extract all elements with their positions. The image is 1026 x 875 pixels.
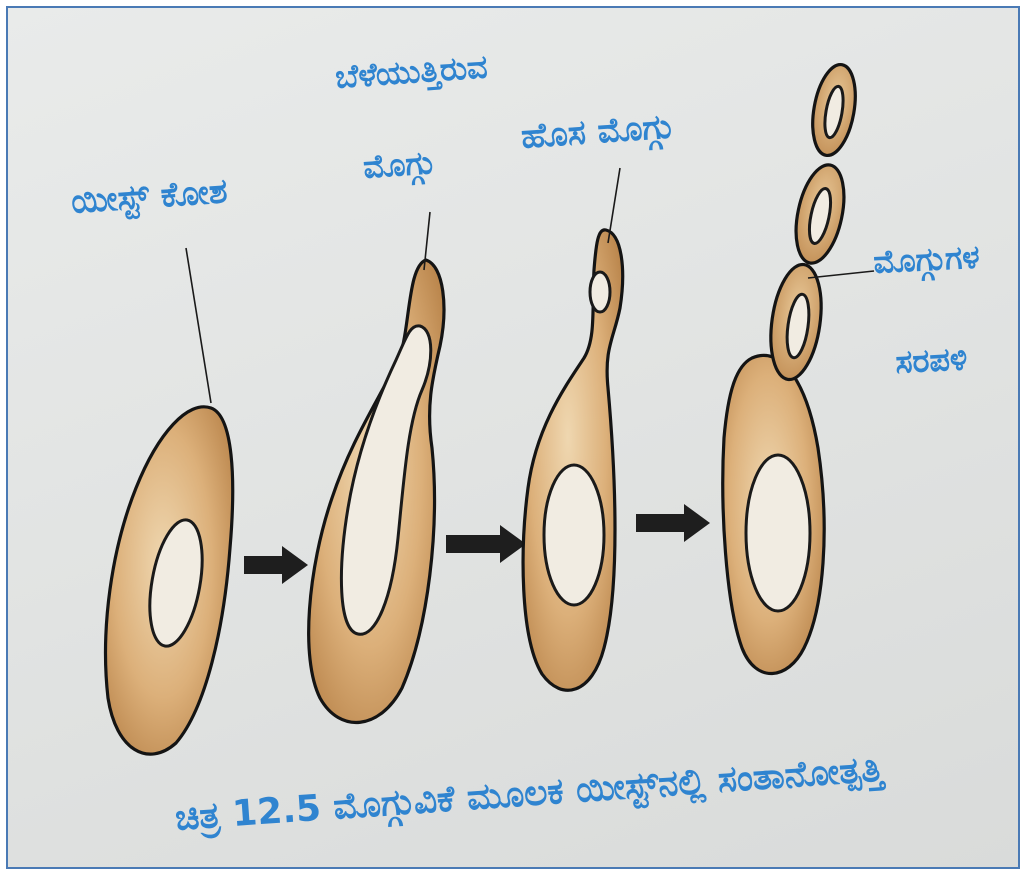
leader-new-bud [608,168,620,243]
arrow-right-1 [244,546,308,584]
yeast-cell-4-bud-chain [723,61,862,673]
label-bud-chain-line1: ಮೊಗ್ಗುಗಳ [872,237,980,283]
nucleus-3-bud [590,272,610,312]
label-growing-bud-line2: ಮೊಗ್ಗು [362,143,436,188]
arrow-right-2 [446,525,526,563]
nucleus-3 [544,465,604,605]
yeast-cell-3-new-bud [523,230,623,690]
yeast-budding-diagram: ಯೀಸ್ಟ್ ಕೋಶ ಬೆಳೆಯುತ್ತಿರುವ ಮೊಗ್ಗು ಹೊಸ ಮೊಗ್… [8,8,1020,869]
label-growing-bud-line1: ಬೆಳೆಯುತ್ತಿರುವ [334,47,489,97]
leader-yeast-cell [186,248,211,403]
nucleus-4 [746,455,810,611]
yeast-cell-2-growing-bud [309,260,444,722]
label-bud-chain-line2: ಸರಪಳಿ [894,339,968,381]
leader-bud-chain [808,271,874,278]
label-yeast-cell: ಯೀಸ್ಟ್ ಕೋಶ [70,171,229,224]
figure-caption: ಚಿತ್ರ 12.5 ಮೊಗ್ಗುವಿಕೆ ಮೂಲಕ ಯೀಸ್ಟ್‌ನಲ್ಲಿ … [174,748,887,841]
arrow-right-3 [636,504,710,542]
label-new-bud: ಹೊಸ ಮೊಗ್ಗು [520,106,675,159]
yeast-cell-1 [106,407,233,754]
textbook-page: ಯೀಸ್ಟ್ ಕೋಶ ಬೆಳೆಯುತ್ತಿರುವ ಮೊಗ್ಗು ಹೊಸ ಮೊಗ್… [6,6,1020,869]
